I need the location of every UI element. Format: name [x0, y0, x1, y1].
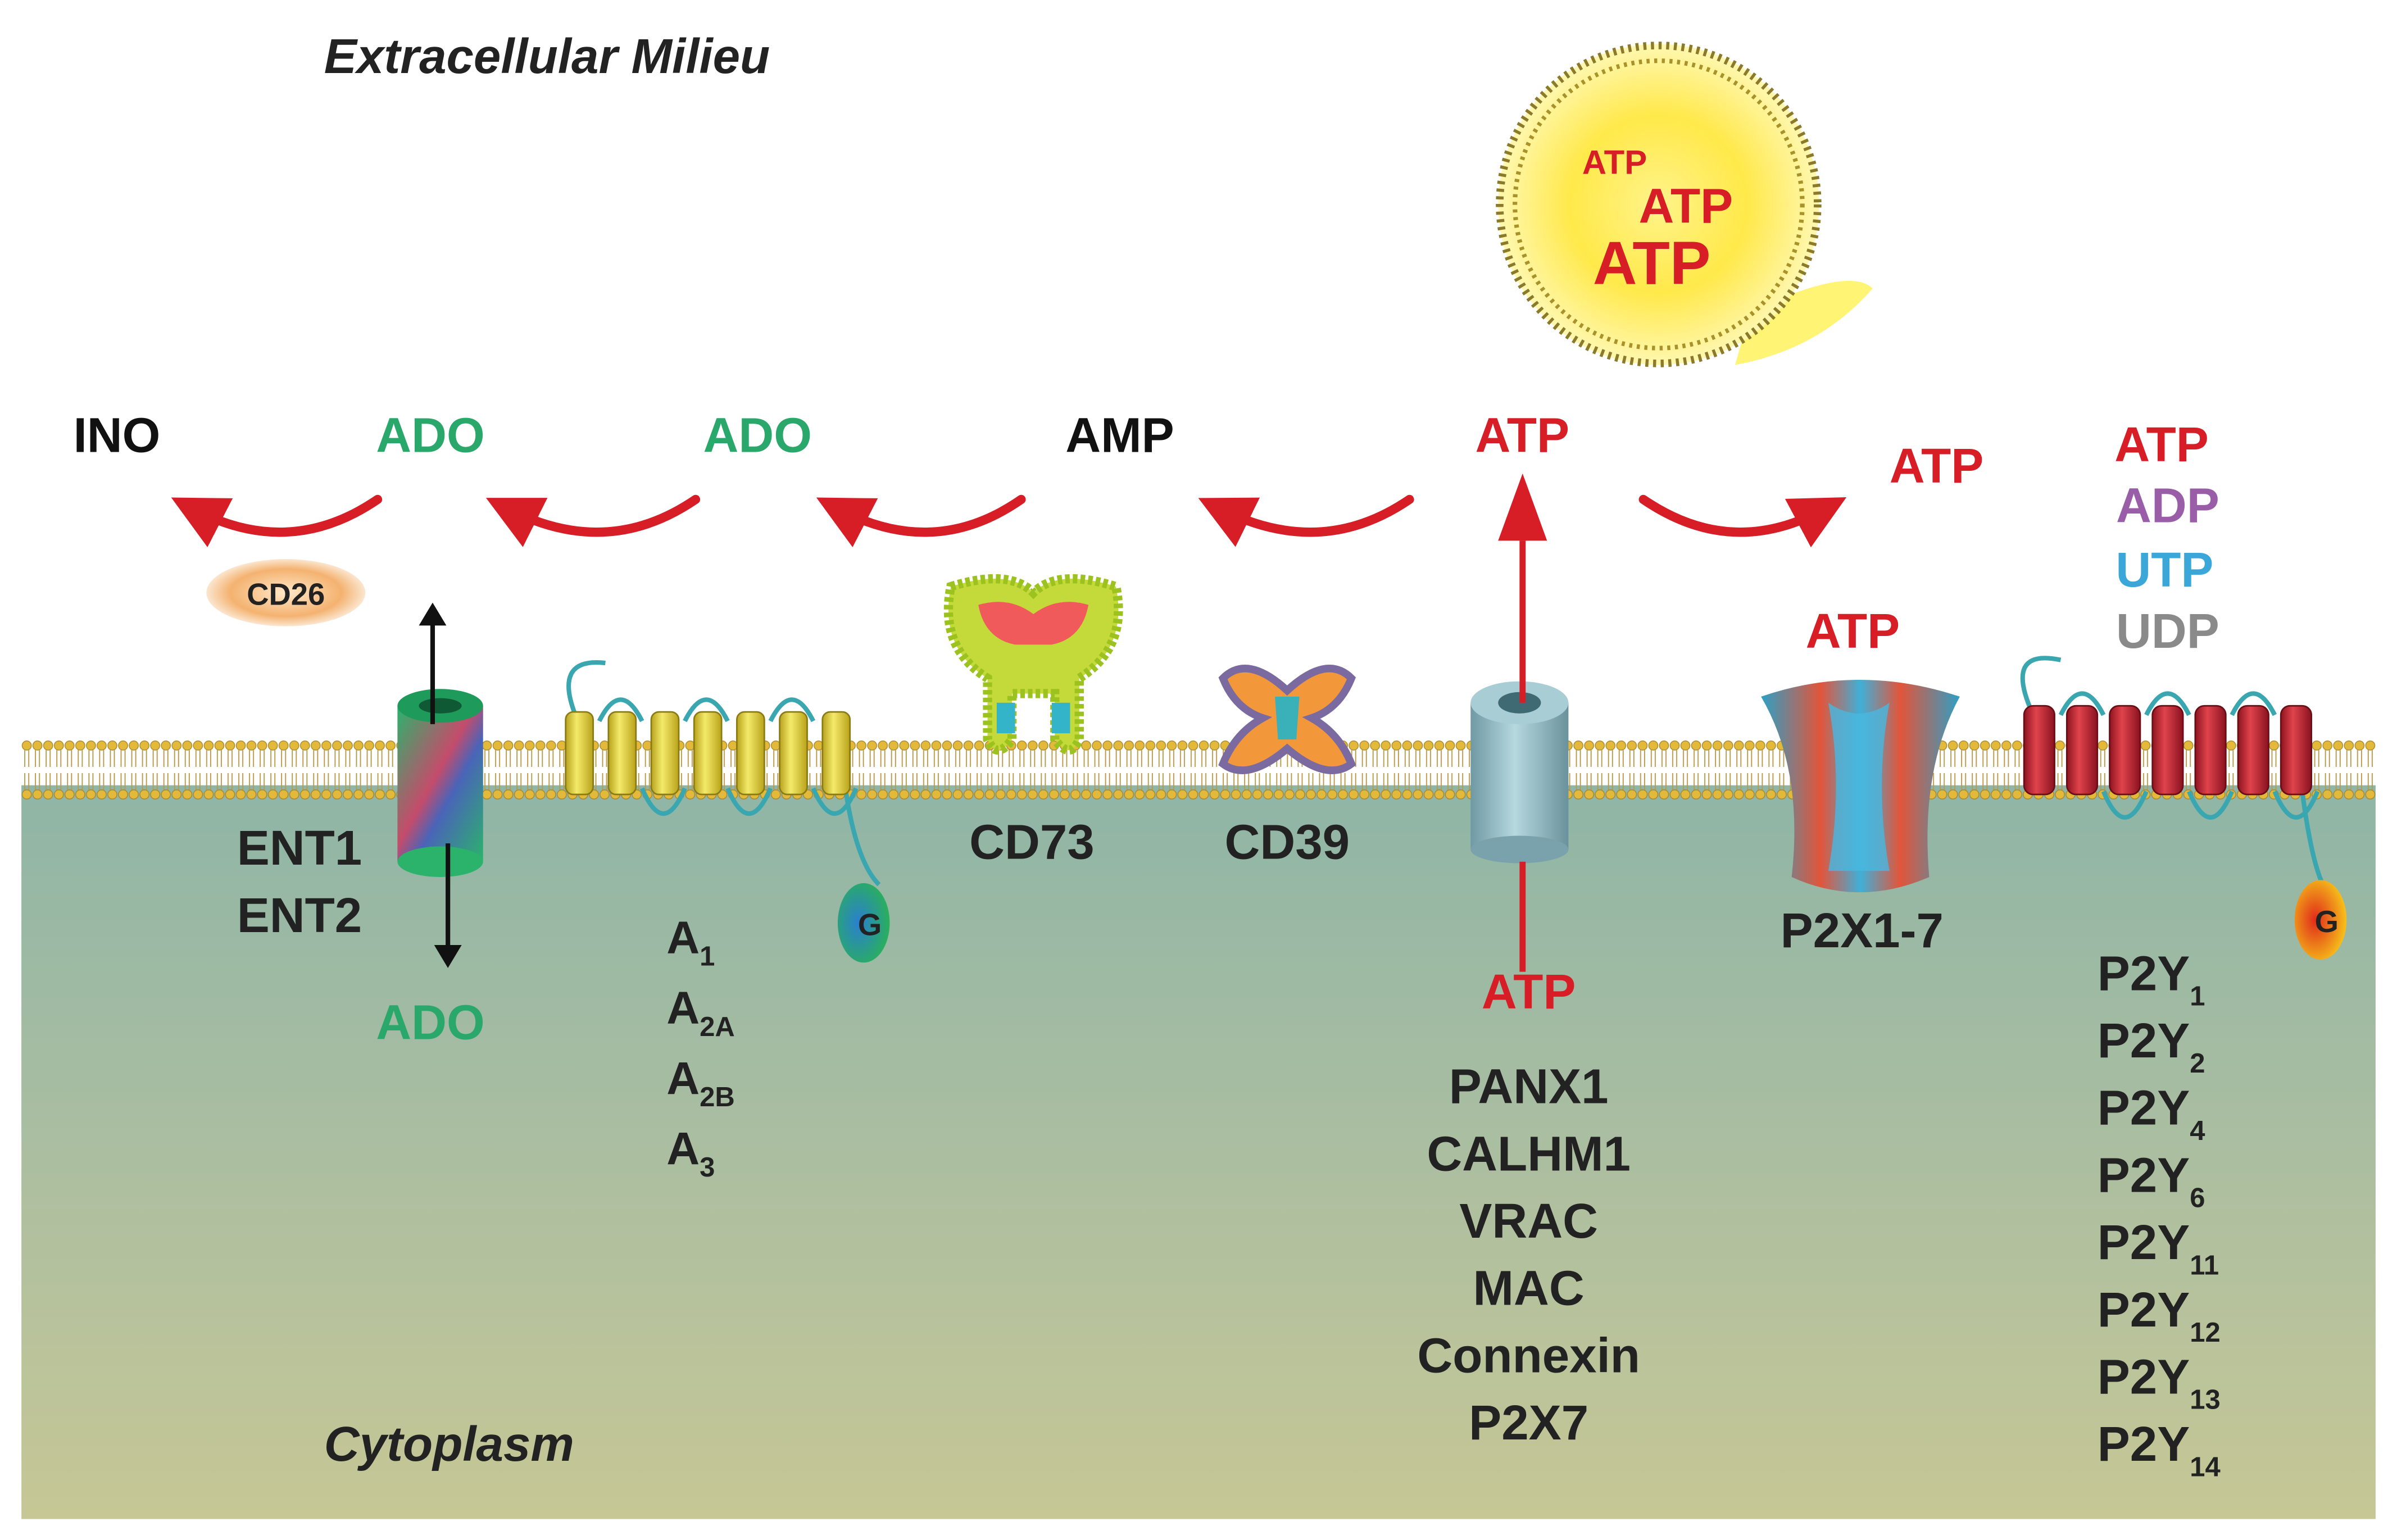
channel-name: CALHM1	[1427, 1126, 1631, 1181]
adenosine-receptor: G	[565, 660, 890, 963]
p2y-subtype: P2Y2	[2098, 1014, 2205, 1079]
p2y-subtype-list: P2Y1 P2Y2 P2Y4 P2Y6 P2Y11 P2Y12 P2Y13 P2…	[2098, 946, 2221, 1482]
amp-label: AMP	[1065, 408, 1174, 463]
arrow-atp-to-right	[1638, 494, 1847, 548]
p2y-subtype: P2Y13	[2098, 1350, 2221, 1415]
arrow-ado-to-ado	[485, 494, 701, 547]
g-protein-left-label: G	[858, 907, 882, 942]
p2y-subtype: P2Y6	[2098, 1148, 2205, 1213]
ent-transporter: ENT1 ENT2 ADO	[237, 602, 485, 1050]
channel-name: Connexin	[1417, 1328, 1640, 1383]
ino-label: INO	[74, 408, 161, 463]
p2y-subtype: P2Y12	[2098, 1283, 2221, 1348]
cd26-label: CD26	[247, 578, 325, 612]
a-subtype: A1	[666, 912, 715, 972]
a-subtype: A3	[666, 1123, 715, 1183]
vesicle-atp-small: ATP	[1582, 143, 1647, 181]
p2x-label: P2X1-7	[1781, 903, 1944, 958]
p2y-ligand-udp: UDP	[2116, 604, 2219, 658]
channel-name: MAC	[1473, 1261, 1585, 1316]
atp-cyto-label: ATP	[1482, 965, 1576, 1019]
vesicle-atp-medium: ATP	[1639, 179, 1733, 234]
p2x-receptor: ATP P2X1-7	[1761, 604, 1960, 958]
ado-cyto-label: ADO	[376, 995, 484, 1050]
cd73-enzyme: CD73	[943, 574, 1123, 869]
g-protein-right-label: G	[2315, 905, 2339, 939]
g-protein-right	[2294, 880, 2347, 960]
arrow-amp-to-ado	[816, 494, 1026, 547]
p2y-ligand-list: ATP ADP UTP UDP	[2114, 417, 2219, 658]
atp-vesicle: ATP ATP ATP	[1496, 42, 1873, 367]
p2y-subtype: P2Y4	[2098, 1081, 2205, 1146]
p2y-ligand-atp: ATP	[2114, 417, 2209, 472]
p2y-subtype: P2Y11	[2098, 1215, 2219, 1280]
extracellular-label: Extracellular Milieu	[324, 29, 770, 84]
atp-center-label: ATP	[1475, 408, 1569, 463]
vesicle-atp-large: ATP	[1593, 229, 1711, 297]
channel-name: VRAC	[1459, 1194, 1598, 1248]
p2y-subtype: P2Y14	[2098, 1417, 2221, 1482]
cytoplasm-label: Cytoplasm	[324, 1417, 574, 1471]
adenosine-receptor-subtypes: A1 A2A A2B A3	[666, 912, 735, 1183]
a-subtype: A2A	[666, 983, 735, 1042]
p2y-ligand-adp: ADP	[2116, 479, 2219, 533]
arrow-atp-to-amp	[1198, 494, 1414, 547]
cd73-label: CD73	[969, 815, 1095, 869]
conversion-arrows	[171, 494, 1847, 548]
ado-label-2: ADO	[703, 408, 812, 463]
ent1-label: ENT1	[237, 821, 362, 875]
ent2-label: ENT2	[237, 888, 362, 943]
p2y-subtype: P2Y1	[2098, 946, 2205, 1011]
cd26-enzyme: CD26	[206, 559, 366, 626]
cd39-label: CD39	[1225, 815, 1350, 869]
p2y-ligand-utp: UTP	[2115, 543, 2213, 597]
atp-right-label: ATP	[1890, 439, 1984, 493]
channel-name: P2X7	[1469, 1396, 1588, 1450]
ado-label-1: ADO	[376, 408, 484, 463]
a-subtype: A2B	[666, 1053, 735, 1112]
arrow-ado-to-ino	[171, 494, 383, 547]
cytoplasm-area	[21, 785, 2376, 1519]
cd39-enzyme: CD39	[1218, 665, 1356, 869]
release-channel-list: PANX1 CALHM1 VRAC MAC Connexin P2X7	[1417, 1060, 1640, 1451]
g-protein-left	[837, 883, 890, 963]
cell-membrane	[21, 739, 2376, 801]
atp-p2x-label: ATP	[1806, 604, 1900, 658]
p2y-receptor: G	[2020, 656, 2347, 960]
channel-name: PANX1	[1449, 1060, 1609, 1114]
atp-release-channel: ATP	[1470, 473, 1576, 1019]
